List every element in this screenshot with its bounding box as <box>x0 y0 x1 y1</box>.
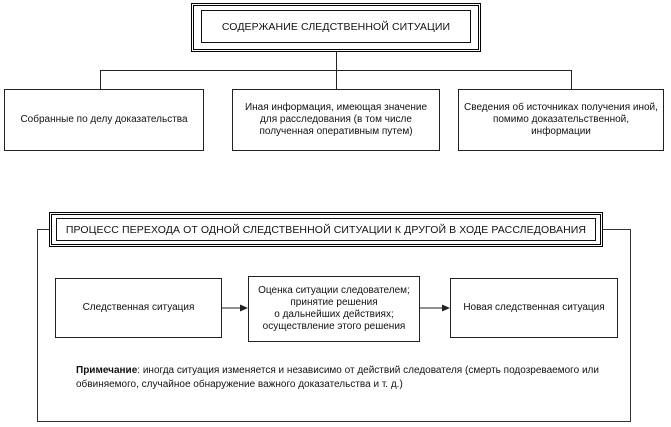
content-box-other-info-text: Иная информация, имеющая значение для ра… <box>244 102 428 137</box>
top-connector-horizontal <box>100 70 571 71</box>
step-box-assessment: Оценка ситуации следователем; принятие р… <box>248 276 420 342</box>
top-title-text: СОДЕРЖАНИЕ СЛЕДСТВЕННОЙ СИТУАЦИИ <box>221 20 451 33</box>
note-text: : иногда ситуация изменяется и независим… <box>76 365 599 390</box>
step-box-situation-text: Следственная ситуация <box>82 302 195 313</box>
top-connector-vertical <box>336 52 337 70</box>
content-box-evidence-text: Собранные по делу доказательства <box>20 114 188 125</box>
step-box-new-situation: Новая следственная ситуация <box>450 278 618 338</box>
note-label: Примечание <box>76 365 138 376</box>
process-title: ПРОЦЕСС ПЕРЕХОДА ОТ ОДНОЙ СЛЕДСТВЕННОЙ С… <box>56 218 596 241</box>
step-box-new-situation-text: Новая следственная ситуация <box>463 302 605 313</box>
content-box-sources-text: Сведения об источниках получения иной, п… <box>464 102 658 137</box>
arrow-2-head <box>442 304 450 312</box>
content-box-evidence: Собранные по делу доказательства <box>4 89 204 151</box>
top-connector-left <box>100 70 101 89</box>
arrow-1-head <box>240 304 248 312</box>
top-title: СОДЕРЖАНИЕ СЛЕДСТВЕННОЙ СИТУАЦИИ <box>201 10 471 43</box>
step-box-assessment-text: Оценка ситуации следователем; принятие р… <box>258 285 410 332</box>
top-connector-middle <box>336 70 337 89</box>
process-title-text: ПРОЦЕСС ПЕРЕХОДА ОТ ОДНОЙ СЛЕДСТВЕННОЙ С… <box>65 223 587 236</box>
step-box-situation: Следственная ситуация <box>55 278 222 338</box>
top-connector-right <box>571 70 572 89</box>
content-box-sources: Сведения об источниках получения иной, п… <box>458 89 664 151</box>
note: Примечание: иногда ситуация изменяется и… <box>76 364 616 392</box>
content-box-other-info: Иная информация, имеющая значение для ра… <box>232 89 440 151</box>
